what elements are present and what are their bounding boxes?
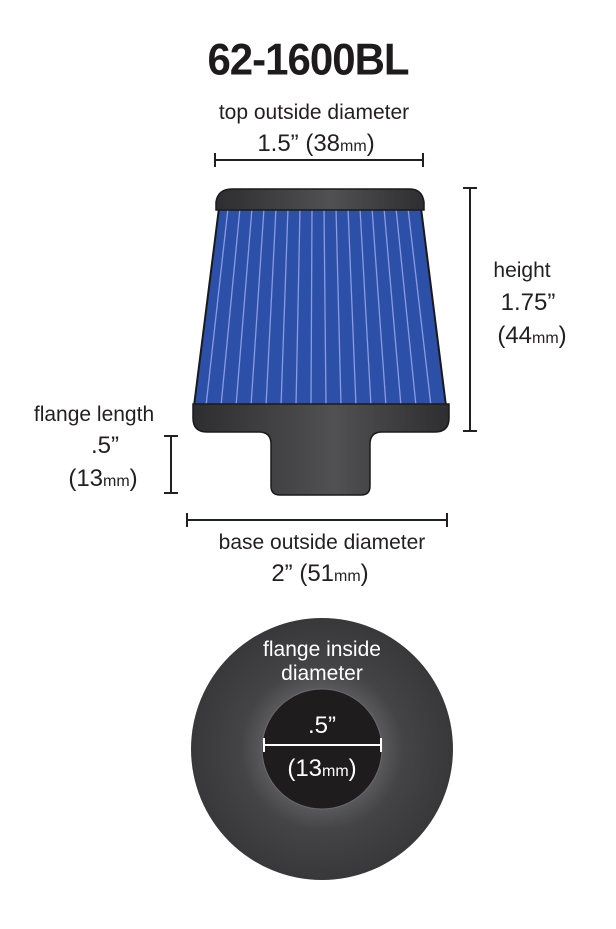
top-diameter-dimension-line xyxy=(214,153,424,167)
inside-diameter-mm-unit: mm xyxy=(322,763,349,780)
flange-length-mm-close: ) xyxy=(129,465,138,492)
height-mm-number: (44 xyxy=(497,322,533,349)
height-inches: 1.75” xyxy=(500,289,556,316)
flange-length-mm: (13mm) xyxy=(24,465,182,493)
top-diameter-value: 1.5” (38mm) xyxy=(0,130,616,158)
flange-length-mm-number: (13 xyxy=(68,465,104,492)
base-diameter-mm: (51 xyxy=(292,560,335,587)
base-diameter-inches: 2” xyxy=(271,560,293,587)
flange-length-inches: .5” xyxy=(90,432,119,459)
base-diameter-value: 2” (51mm) xyxy=(0,560,616,588)
inside-diameter-mm: (13mm) xyxy=(0,755,616,783)
height-dimension-line xyxy=(463,187,477,432)
part-number-title: 62-1600BL xyxy=(207,34,409,85)
flange-length-dimension-line xyxy=(164,435,178,494)
inside-diameter-dimension-line xyxy=(263,738,382,752)
pleat-lines xyxy=(205,208,432,406)
base-diameter-mm-close: ) xyxy=(360,560,369,587)
top-diameter-mm: (38 xyxy=(298,130,341,157)
filter-element xyxy=(192,207,448,407)
base-diameter-label: base outside diameter xyxy=(218,531,426,554)
top-diameter-mm-close: ) xyxy=(366,130,375,157)
filter-top-cap xyxy=(215,188,425,211)
height-mm-close: ) xyxy=(558,322,567,349)
flange-length-mm-unit: mm xyxy=(103,473,130,490)
base-diameter-dimension-line xyxy=(186,513,448,527)
height-label: height xyxy=(493,259,551,282)
flange-end-view xyxy=(191,618,453,880)
top-diameter-mm-unit: mm xyxy=(340,138,367,155)
inside-diameter-label-line2: diameter xyxy=(281,662,363,685)
inside-diameter-mm-close: ) xyxy=(348,755,357,782)
height-mm-unit: mm xyxy=(532,330,559,347)
flange-length-label: flange length xyxy=(33,403,155,426)
base-diameter-mm-unit: mm xyxy=(334,568,361,585)
inside-diameter-label-line1: flange inside xyxy=(263,638,381,661)
top-diameter-label: top outside diameter xyxy=(218,101,410,124)
inside-diameter-inches: .5” xyxy=(307,712,336,739)
height-mm: (44mm) xyxy=(470,322,594,350)
inside-diameter-mm-number: (13 xyxy=(287,755,323,782)
top-diameter-inches: 1.5” xyxy=(257,130,299,157)
filter-base-and-flange xyxy=(192,403,450,496)
